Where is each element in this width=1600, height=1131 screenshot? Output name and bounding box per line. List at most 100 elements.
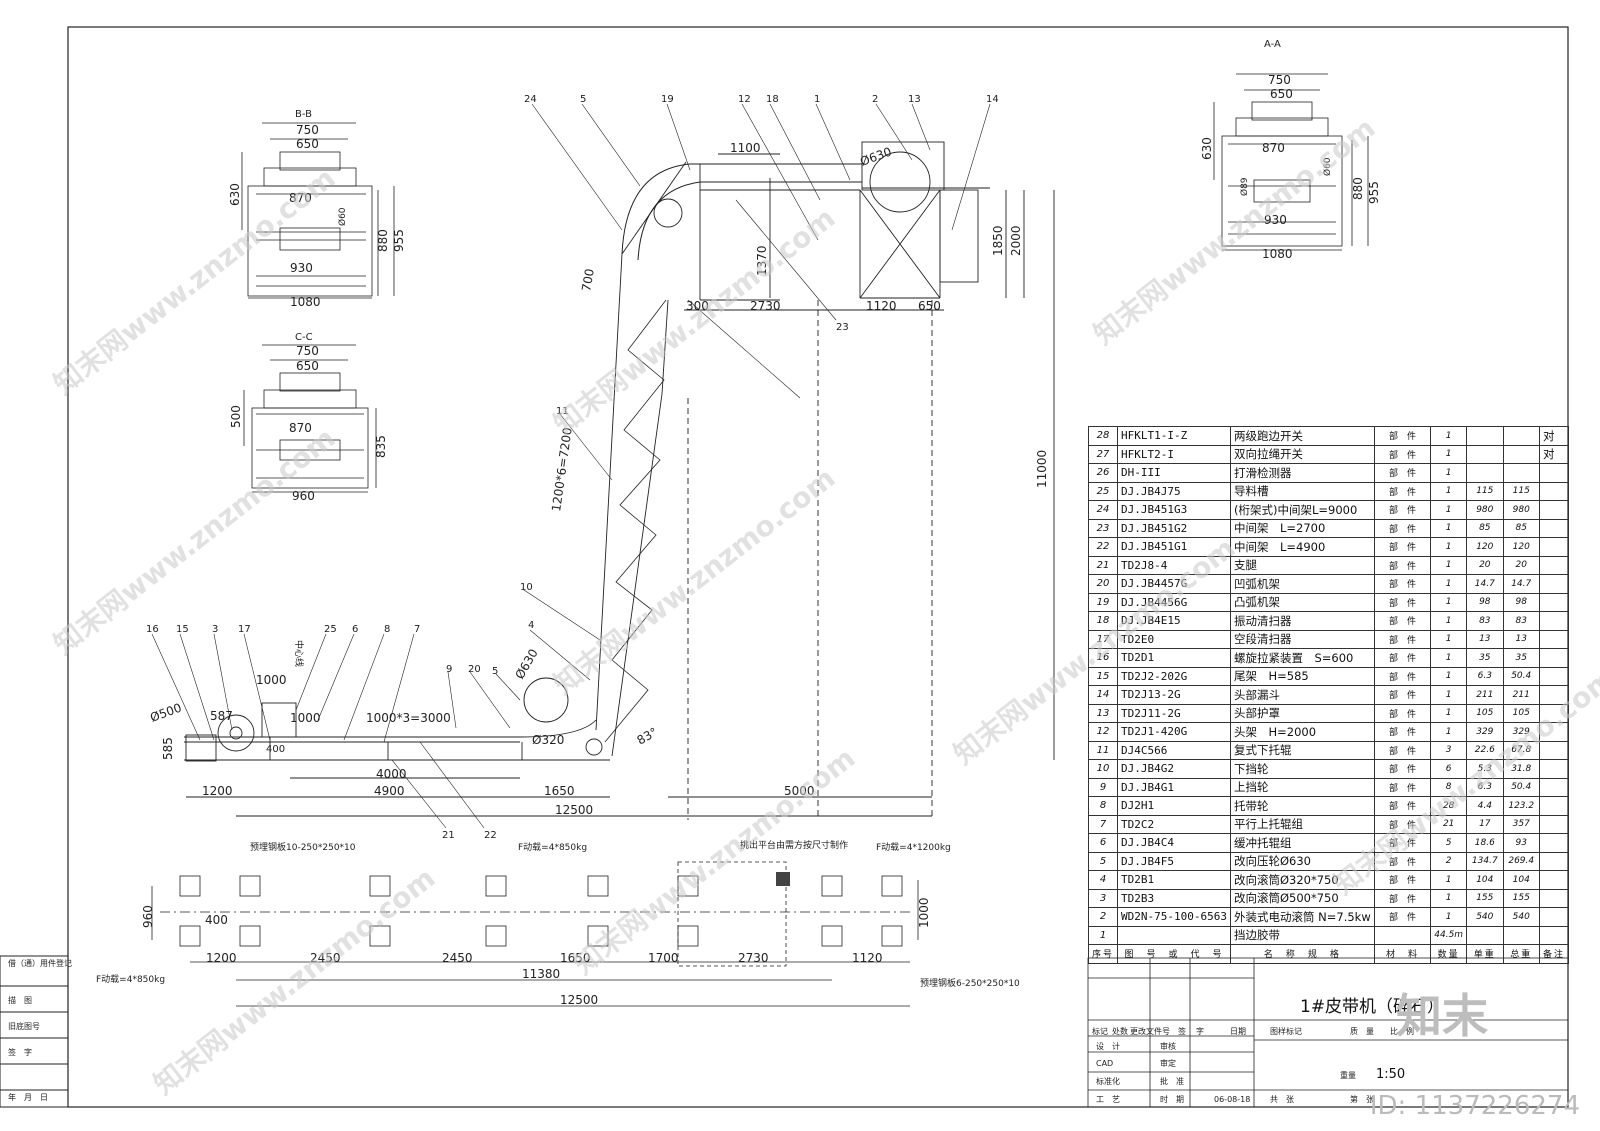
bom-cell-no: 12 [1087, 722, 1119, 742]
bom-cell-qty: 1 [1430, 629, 1468, 649]
embedded-plate [587, 925, 609, 947]
bom-cell-uw [1466, 444, 1504, 464]
bom-cell-code: TD2B1 [1117, 870, 1231, 890]
bom-cell-code: TD2D1 [1117, 648, 1231, 668]
bom-cell-tw: 269.4 [1502, 851, 1540, 871]
bom-cell-rm [1538, 851, 1570, 871]
dim-text: 11000 [1035, 450, 1049, 488]
bom-cell-uw: 980 [1466, 500, 1504, 520]
bom-cell-mat: 部 件 [1373, 759, 1432, 779]
bom-cell-tw: 85 [1502, 518, 1540, 538]
svg-text:更改文件号: 更改文件号 [1130, 1026, 1170, 1036]
bom-cell-tw [1502, 444, 1540, 464]
bom-cell-uw: 104 [1466, 870, 1504, 890]
dim-text: 955 [1367, 181, 1381, 204]
bom-cell-qty: 2 [1430, 851, 1468, 871]
bom-cell-rm [1538, 777, 1570, 797]
bom-cell-no: 8 [1087, 796, 1119, 816]
bom-cell-name: 托带轮 [1229, 796, 1375, 816]
dim-text: Ø320 [532, 733, 564, 747]
bom-cell-mat: 部 件 [1373, 722, 1432, 742]
dim-text: 4900 [374, 784, 405, 798]
bom-cell-tw: 540 [1502, 907, 1540, 927]
bom-cell-rm [1538, 555, 1570, 575]
embedded-plate [881, 875, 903, 897]
bom-cell-tw: 50.4 [1502, 777, 1540, 797]
dim-text: Ø630 [512, 646, 540, 681]
bom-cell-qty: 1 [1430, 648, 1468, 668]
svg-text:2450: 2450 [310, 951, 341, 965]
bom-cell-name: 支腿 [1229, 555, 1375, 575]
svg-text:1650: 1650 [560, 951, 591, 965]
callout-numbers: 24 5 19 12 18 1 2 13 14 23 11 10 4 5 16 … [146, 94, 999, 841]
bom-cell-name: 外装式电动滚筒 N=7.5kw [1229, 907, 1375, 927]
section-aa: A-A 750 650 870 930 1080 630 Ø89 Ø60 880… [1200, 39, 1381, 261]
section-title: A-A [1264, 39, 1281, 50]
dim-text: 955 [392, 229, 406, 252]
bom-cell-mat: 部 件 [1373, 907, 1432, 927]
bom-cell-mat: 部 件 [1373, 518, 1432, 538]
callout: 21 [442, 830, 455, 841]
bom-cell-no: 20 [1087, 574, 1119, 594]
bom-cell-name: 头部漏斗 [1229, 685, 1375, 705]
bom-cell-qty: 1 [1430, 500, 1468, 520]
image-id: ID: 1137226274 [1369, 1091, 1580, 1121]
bom-header-cell: 名 称 规 格 [1229, 944, 1375, 964]
svg-text:挑出平台由需方按尺寸制作: 挑出平台由需方按尺寸制作 [740, 839, 848, 851]
bom-cell-mat [1373, 925, 1432, 945]
bom-cell-uw: 83 [1466, 611, 1504, 631]
bom-cell-mat: 部 件 [1373, 463, 1432, 483]
bom-cell-tw [1502, 463, 1540, 483]
bom-cell-uw [1466, 925, 1504, 945]
callout: 22 [484, 830, 497, 841]
bom-cell-name: 缓冲托辊组 [1229, 833, 1375, 853]
bom-cell-mat: 部 件 [1373, 481, 1432, 501]
bom-cell-code: DJ4C566 [1117, 740, 1231, 760]
bom-cell-code [1117, 925, 1231, 945]
bom-cell-no: 10 [1087, 759, 1119, 779]
dim-text: 4000 [376, 767, 407, 781]
bom-header-cell: 材 料 [1373, 944, 1432, 964]
dim-text: 1850 [991, 225, 1005, 256]
bom-cell-qty: 1 [1430, 426, 1468, 446]
platform-outline [677, 861, 787, 967]
bom-cell-mat: 部 件 [1373, 555, 1432, 575]
bom-cell-tw: 123.2 [1502, 796, 1540, 816]
embedded-plate [239, 875, 261, 897]
bom-cell-code: TD2J2-202G [1117, 666, 1231, 686]
bom-cell-uw: 14.7 [1466, 574, 1504, 594]
dim-text: 1000*3=3000 [366, 711, 451, 725]
svg-text:第 张: 第 张 [1350, 1094, 1374, 1104]
side-label: 描 图 [8, 995, 32, 1005]
title-block: 标记 处数 更改文件号 签 字 日期 设 计 审核 CAD 审定 标准化 批 准… [1087, 957, 1569, 1108]
bom-cell-qty: 1 [1430, 574, 1468, 594]
bom-cell-code: TD2J1-420G [1117, 722, 1231, 742]
bom-cell-name: 两级跑边开关 [1229, 426, 1375, 446]
bom-cell-name: 头架 H=2000 [1229, 722, 1375, 742]
dim-text: 587 [210, 709, 233, 723]
bom-cell-name: 打滑检测器 [1229, 463, 1375, 483]
bom-cell-uw: 85 [1466, 518, 1504, 538]
svg-text:时 期: 时 期 [1160, 1094, 1184, 1104]
dim-text: 870 [1262, 141, 1285, 155]
bom-cell-qty: 3 [1430, 740, 1468, 760]
bom-cell-code: DJ.JB451G3 [1117, 500, 1231, 520]
bom-cell-code: DJ.JB4G1 [1117, 777, 1231, 797]
bom-cell-no: 24 [1087, 500, 1119, 520]
dim-text: 930 [290, 261, 313, 275]
embedded-plate [677, 925, 699, 947]
bom-cell-rm: 对 [1538, 426, 1570, 446]
bom-cell-tw: 980 [1502, 500, 1540, 520]
callout: 15 [176, 624, 189, 635]
bom-header-cell: 总重 [1502, 944, 1540, 964]
bom-cell-tw [1502, 426, 1540, 446]
svg-text:字: 字 [1196, 1026, 1204, 1036]
bom-cell-tw: 14.7 [1502, 574, 1540, 594]
bom-cell-rm [1538, 833, 1570, 853]
